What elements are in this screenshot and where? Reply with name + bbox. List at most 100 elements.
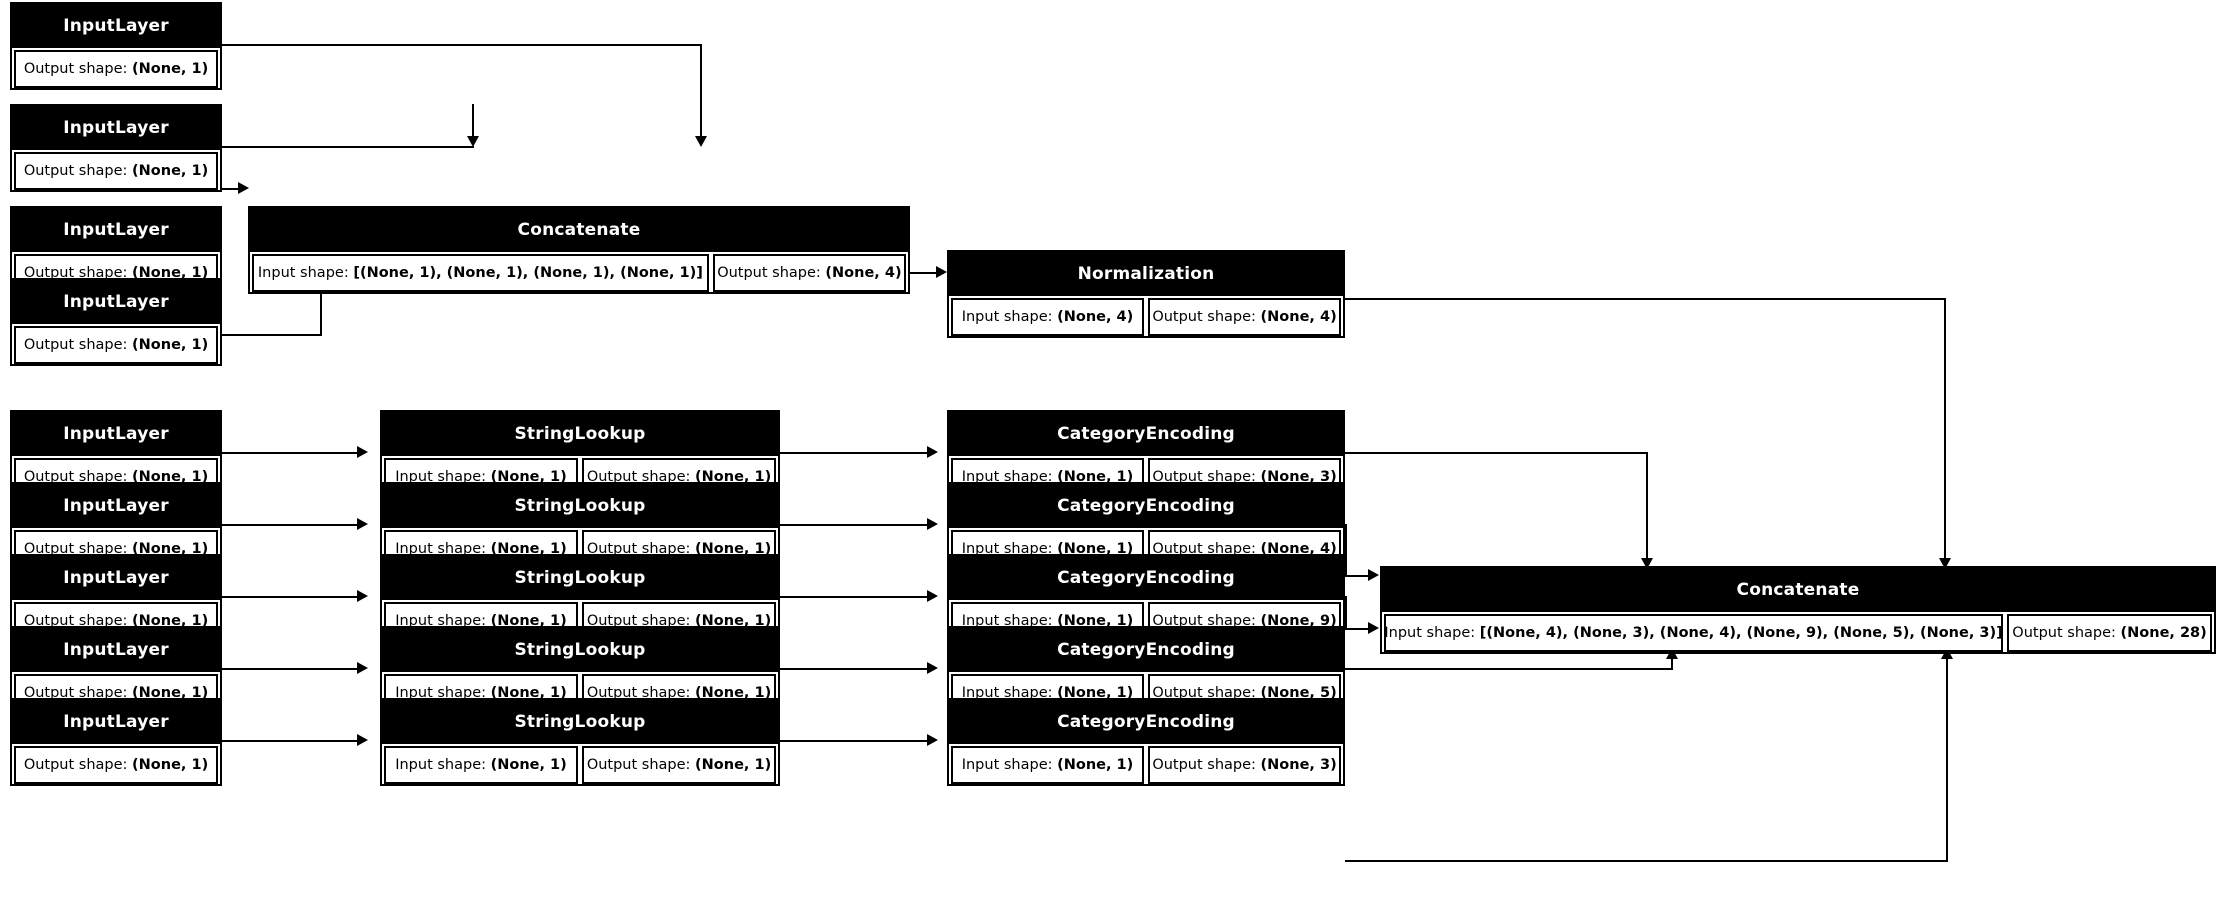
node-inputlayer-1[interactable]: InputLayer Output shape: (None, 1) (10, 2, 222, 90)
input-shape-label: Input shape: (395, 685, 487, 701)
node-normalization[interactable]: Normalization Input shape: (None, 4) Out… (947, 250, 1345, 338)
edge-input2-arrowhead (467, 136, 479, 147)
edge-input2-h (222, 146, 474, 148)
edge-rowA-ce-concat-h (1345, 452, 1648, 454)
input-shape-cell: Input shape: [(None, 1), (None, 1), (Non… (252, 254, 709, 292)
output-shape-label: Output shape: (586, 757, 691, 773)
edge-rowA-ce-concat-arrowhead (1641, 558, 1653, 569)
node-categoryencoding-5[interactable]: CategoryEncoding Input shape: (None, 1) … (947, 698, 1345, 786)
output-shape-label: Output shape: (23, 265, 128, 281)
edge-norm-v (1944, 298, 1946, 562)
edge-rowD-sl-ce-arrowhead (927, 662, 938, 674)
edge-rowC-ce-concat-arrowhead (1368, 622, 1379, 634)
edge-rowB-ce-concat-v (1345, 524, 1347, 577)
input-shape-value: (None, 1) (1057, 685, 1134, 701)
edge-rowC-sl-ce (780, 596, 930, 598)
output-shape-cell: Output shape: (None, 1) (14, 152, 218, 190)
node-type-label: StringLookup (382, 628, 778, 672)
input-shape-label: Input shape: (1384, 625, 1476, 641)
edge-rowB-in-sl (222, 524, 362, 526)
edge-rowC-in-sl (222, 596, 362, 598)
input-shape-cell: Input shape: [(None, 4), (None, 3), (Non… (1384, 614, 2004, 652)
output-shape-label: Output shape: (586, 685, 691, 701)
output-shape-label: Output shape: (23, 61, 128, 77)
edge-rowA-sl-ce (780, 452, 930, 454)
node-categoryencoding-2[interactable]: CategoryEncoding Input shape: (None, 1) … (947, 482, 1345, 570)
node-type-label: CategoryEncoding (949, 412, 1343, 456)
edge-concat-to-norm-arrowhead (936, 266, 947, 278)
output-shape-label: Output shape: (23, 613, 128, 629)
node-type-label: InputLayer (12, 106, 220, 150)
output-shape-cell: Output shape: (None, 28) (2007, 614, 2212, 652)
node-type-label: CategoryEncoding (949, 628, 1343, 672)
input-shape-cell: Input shape: (None, 1) (951, 746, 1144, 784)
input-shape-value: (None, 1) (1057, 757, 1134, 773)
input-shape-label: Input shape: (961, 541, 1053, 557)
edge-rowB-in-sl-arrowhead (357, 518, 368, 530)
edge-rowA-in-sl-arrowhead (357, 446, 368, 458)
edge-rowE-sl-ce (780, 740, 930, 742)
output-shape-cell: Output shape: (None, 1) (14, 50, 218, 88)
edge-rowB-ce-concat-arrowhead (1368, 569, 1379, 581)
edge-rowE-in-sl (222, 740, 362, 742)
edge-input3-arrowhead (238, 182, 249, 194)
edge-rowD-in-sl-arrowhead (357, 662, 368, 674)
output-shape-value: (None, 1) (695, 613, 772, 629)
edge-rowD-in-sl (222, 668, 362, 670)
output-shape-cell: Output shape: (None, 1) (14, 746, 218, 784)
output-shape-value: (None, 9) (1260, 613, 1337, 629)
input-shape-value: (None, 1) (490, 685, 567, 701)
output-shape-label: Output shape: (1152, 541, 1256, 557)
edge-rowE-ce-concat-v (1946, 658, 1948, 862)
output-shape-value: (None, 1) (132, 265, 209, 281)
node-concatenate-numeric[interactable]: Concatenate Input shape: [(None, 1), (No… (248, 206, 910, 294)
output-shape-value: (None, 1) (132, 757, 209, 773)
node-type-label: CategoryEncoding (949, 556, 1343, 600)
output-shape-value: (None, 1) (695, 757, 772, 773)
input-shape-label: Input shape: (395, 613, 487, 629)
edge-input1-arrowhead (695, 136, 707, 147)
node-type-label: InputLayer (12, 280, 220, 324)
input-shape-label: Input shape: (961, 613, 1053, 629)
output-shape-value: (None, 1) (695, 469, 772, 485)
node-type-label: CategoryEncoding (949, 700, 1343, 744)
output-shape-value: (None, 4) (1260, 541, 1337, 557)
node-type-label: InputLayer (12, 208, 220, 252)
input-shape-label: Input shape: (395, 757, 487, 773)
output-shape-value: (None, 4) (825, 265, 902, 281)
output-shape-label: Output shape: (717, 265, 821, 281)
node-type-label: InputLayer (12, 556, 220, 600)
output-shape-label: Output shape: (586, 613, 691, 629)
node-inputlayer-9[interactable]: InputLayer Output shape: (None, 1) (10, 698, 222, 786)
node-type-label: InputLayer (12, 700, 220, 744)
edge-rowD-riser (1671, 658, 1673, 670)
output-shape-label: Output shape: (23, 163, 128, 179)
node-concatenate-final[interactable]: Concatenate Input shape: [(None, 4), (No… (1380, 566, 2216, 654)
output-shape-label: Output shape: (2012, 625, 2116, 641)
edge-input2-vert (472, 104, 474, 138)
output-shape-label: Output shape: (586, 469, 691, 485)
output-shape-label: Output shape: (23, 757, 128, 773)
output-shape-label: Output shape: (586, 541, 691, 557)
node-stringlookup-5[interactable]: StringLookup Input shape: (None, 1) Outp… (380, 698, 780, 786)
output-shape-value: (None, 1) (695, 541, 772, 557)
node-type-label: InputLayer (12, 4, 220, 48)
node-type-label: InputLayer (12, 484, 220, 528)
node-type-label: StringLookup (382, 484, 778, 528)
node-inputlayer-2[interactable]: InputLayer Output shape: (None, 1) (10, 104, 222, 192)
input-shape-value: [(None, 4), (None, 3), (None, 4), (None,… (1479, 625, 2003, 641)
edge-rowE-ce-concat-h (1345, 860, 1948, 862)
node-inputlayer-4[interactable]: InputLayer Output shape: (None, 1) (10, 278, 222, 366)
output-shape-value: (None, 1) (695, 685, 772, 701)
output-shape-value: (None, 1) (132, 613, 209, 629)
edge-rowA-sl-ce-arrowhead (927, 446, 938, 458)
edge-rowB-sl-ce-arrowhead (927, 518, 938, 530)
node-type-label: InputLayer (12, 412, 220, 456)
edge-rowC-ce-concat-v (1345, 596, 1347, 630)
output-shape-label: Output shape: (23, 469, 128, 485)
output-shape-value: (None, 4) (1260, 309, 1337, 325)
edge-rowC-ce-concat (1345, 628, 1375, 630)
node-type-label: StringLookup (382, 412, 778, 456)
input-shape-label: Input shape: (395, 469, 487, 485)
